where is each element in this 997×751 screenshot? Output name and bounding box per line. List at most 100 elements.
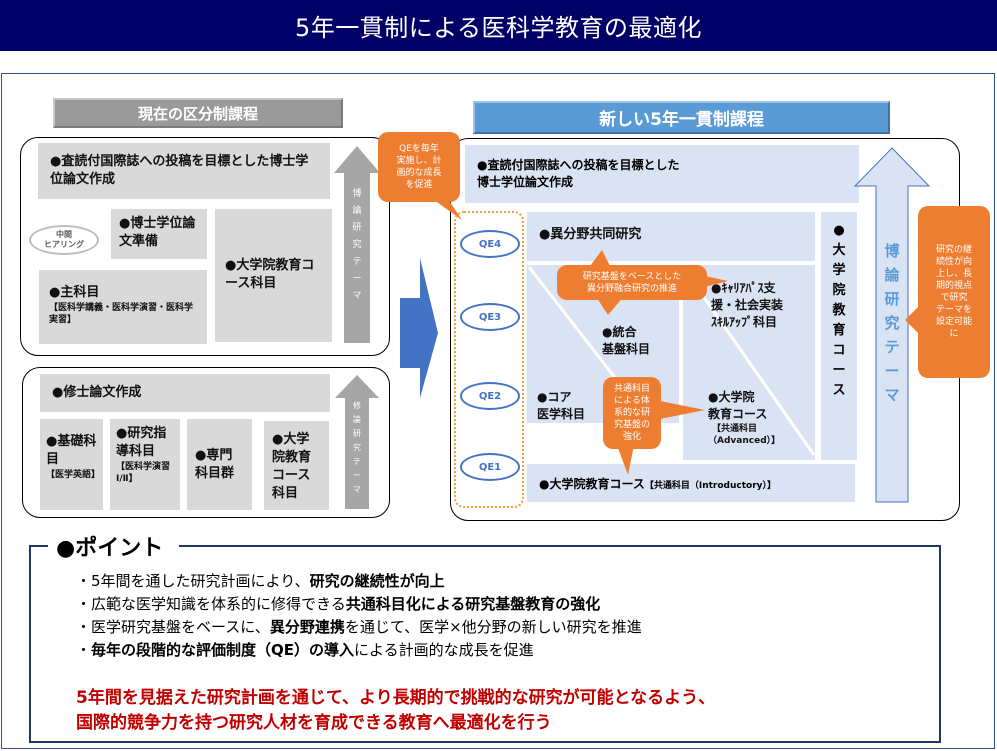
new-thesis: ●査読付国際誌への投稿を目標とした 博士学位論文作成 (465, 145, 859, 203)
grad-intro-label: ●大学院教育コース (539, 477, 645, 491)
theme-char: 研 (884, 290, 900, 308)
theme-char: 究 (353, 443, 361, 452)
conclusion: 5年間を見据えた研究計画を通じて、より長期的で挑戦的な研究が可能となるよう、 国… (76, 686, 715, 736)
grad-course-advanced: ●大学院 教育コース 【共通科目 （Advanced）】 (708, 389, 780, 447)
new-thesis-line: 博士学位論文作成 (477, 175, 574, 189)
points-box (29, 545, 941, 743)
new-theme-arrow-icon (853, 147, 931, 503)
interim-hearing-line: ヒアリング (44, 240, 84, 249)
interim-hearing-badge: 中間 ヒアリング (29, 225, 99, 255)
qe2-badge[interactable]: QE2 (460, 382, 520, 410)
doctoral-thesis: ●査読付国際誌への投稿を目標とした博士学位論文作成 (38, 143, 330, 199)
masters-thesis: ●修士論文作成 (40, 374, 330, 412)
core-medical-subjects: ●コア 医学科目 (537, 389, 585, 423)
point-emphasis: 毎年の段階的な評価制度（QE）の導入 (91, 641, 355, 659)
doctoral-theme-label: 博 論 研 究 テ ー マ (348, 190, 366, 301)
qe3-badge[interactable]: QE3 (460, 303, 520, 331)
doctoral-theme-arrow-icon (334, 146, 380, 343)
theme-char: 究 (352, 240, 362, 250)
theme-char: 究 (884, 314, 900, 332)
conclusion-line: 5年間を見据えた研究計画を通じて、より長期的で挑戦的な研究が可能となるよう、 (76, 688, 716, 708)
specialized-subjects: ●専門科目群 (187, 419, 252, 510)
vertical-char: 育 (832, 323, 846, 338)
theme-char: 論 (884, 266, 900, 284)
new-program-header: 新しい5年一貫制課程 (473, 101, 890, 134)
theme-char: テ (884, 338, 900, 356)
vertical-char: 教 (832, 303, 846, 318)
basic-subjects: ●基礎科目 【医学英語】 (40, 419, 103, 510)
theme-char: 論 (352, 206, 362, 216)
research-guidance-subjects: ●研究指導科目 【医科学演習Ⅰ/Ⅱ】 (110, 419, 180, 510)
current-program-header: 現在の区分制課程 (53, 98, 343, 128)
vertical-char: 院 (832, 283, 846, 298)
theme-char: 研 (353, 429, 361, 438)
theme-char: 研 (352, 223, 362, 233)
points-title: ●ポイント (48, 530, 180, 562)
interdisciplinary-research: ●異分野共同研究 (527, 212, 815, 261)
basic-subjects-label: ●基礎科目 (46, 434, 97, 467)
theme-char: 博 (884, 242, 900, 260)
callout-line: QEを毎年 (399, 144, 439, 154)
core-line: 医学科目 (537, 407, 586, 421)
new-theme-label: 博 論 研 究 テ ー マ (882, 244, 902, 403)
callout-line: 続性が向 (935, 257, 972, 267)
integrated-subjects: ●統合 基盤科目 (602, 324, 650, 358)
conclusion-line: 国際的競争力を持つ研究人材を育成できる教育へ最適化を行う (76, 713, 552, 733)
qe1-badge[interactable]: QE1 (460, 453, 520, 481)
integrated-line: ●統合 (602, 325, 637, 339)
theme-char: テ (353, 457, 361, 466)
career-line: 援・社会実装 (711, 298, 784, 312)
grad-course-vertical: ● 大 学 院 教 育 コ ー ス (821, 212, 857, 460)
point-item: ・毎年の段階的な評価制度（QE）の導入による計画的な成長を促進 (76, 639, 642, 662)
callout-line: 異分野融合研究の推進 (586, 283, 677, 294)
callout-line: 究基盤の (613, 420, 650, 430)
callout-line: 共通科目 (613, 384, 650, 394)
point-text: ・5年間を通した研究計画により、 (76, 572, 310, 590)
new-thesis-line: ●査読付国際誌への投稿を目標とした (477, 158, 680, 172)
main-subjects-detail: 【医科学講義・医科学演習・医科学実習】 (49, 303, 194, 325)
thesis-prep: ●博士学位論文準備 (111, 209, 207, 259)
theme-char: 論 (353, 415, 361, 424)
callout-line: 研究の継 (935, 245, 972, 255)
point-emphasis: 研究の継続性が向上 (309, 572, 445, 590)
qe4-badge[interactable]: QE4 (460, 230, 520, 258)
callout-line: 期的視点 (935, 281, 972, 291)
vertical-char: コ (832, 343, 846, 358)
callout-line: 上し、長 (935, 269, 972, 279)
masters-theme-label: 修 論 研 究 テ ー マ (349, 402, 365, 494)
grad-adv-detail: （Advanced）】 (708, 436, 781, 446)
callout-continuity: 研究の継 続性が向 上し、長 期的視点 で研究 テーマを 設定可能 に (918, 206, 990, 378)
page-title: 5年一貫制による医科学教育の最適化 (0, 0, 997, 51)
callout-line: 系的な研 (613, 408, 650, 418)
grad-adv-detail: 【共通科目 (712, 424, 758, 434)
qe-track (454, 211, 524, 508)
points-list: ・5年間を通した研究計画により、研究の継続性が向上 ・広範な医学知識を体系的に修… (76, 570, 642, 662)
vertical-char: 大 (832, 243, 846, 258)
callout-qe-annual: QEを毎年 実施し、計 画的な成長 を促進 (378, 132, 460, 202)
career-line: ●ｷｬﾘｱﾊﾟｽ支 (711, 281, 776, 295)
point-text: を通じて、医学×他分野の新しい研究を推進 (344, 618, 642, 636)
theme-char: 博 (352, 189, 362, 199)
point-text: による計画的な成長を促進 (354, 641, 534, 659)
vertical-char: ー (832, 363, 846, 378)
masters-grad-course: ●大学院教育コース科目 (264, 421, 329, 510)
basic-subjects-detail: 【医学英語】 (46, 470, 101, 480)
callout-line: 画的な成長 (396, 168, 442, 178)
point-item: ・広範な医学知識を体系的に修得できる共通科目化による研究基盤教育の強化 (76, 593, 642, 616)
callout-line: 設定可能 (935, 317, 972, 327)
callout-line: 強化 (622, 432, 641, 442)
point-text: ・医学研究基盤をベースに、 (76, 618, 270, 636)
theme-char: マ (353, 485, 361, 494)
interim-hearing-line: 中間 (56, 230, 72, 239)
callout-fusion-tail (590, 250, 728, 315)
career-line: ｽｷﾙｱｯﾌﾟ科目 (711, 315, 778, 329)
theme-char: テ (352, 257, 362, 267)
point-emphasis: 共通科目化による研究基盤教育の強化 (345, 595, 601, 613)
point-text: ・広範な医学知識を体系的に修得できる (76, 595, 346, 613)
callout-line: を促進 (405, 180, 433, 190)
callout-line: 研究基盤をベースとした (582, 271, 682, 282)
grad-course-subjects: ●大学院教育コース科目 (215, 209, 332, 342)
theme-char: ー (352, 274, 362, 284)
research-guidance-detail: 【医科学演習Ⅰ/Ⅱ】 (116, 462, 171, 484)
theme-char: ー (884, 362, 900, 380)
